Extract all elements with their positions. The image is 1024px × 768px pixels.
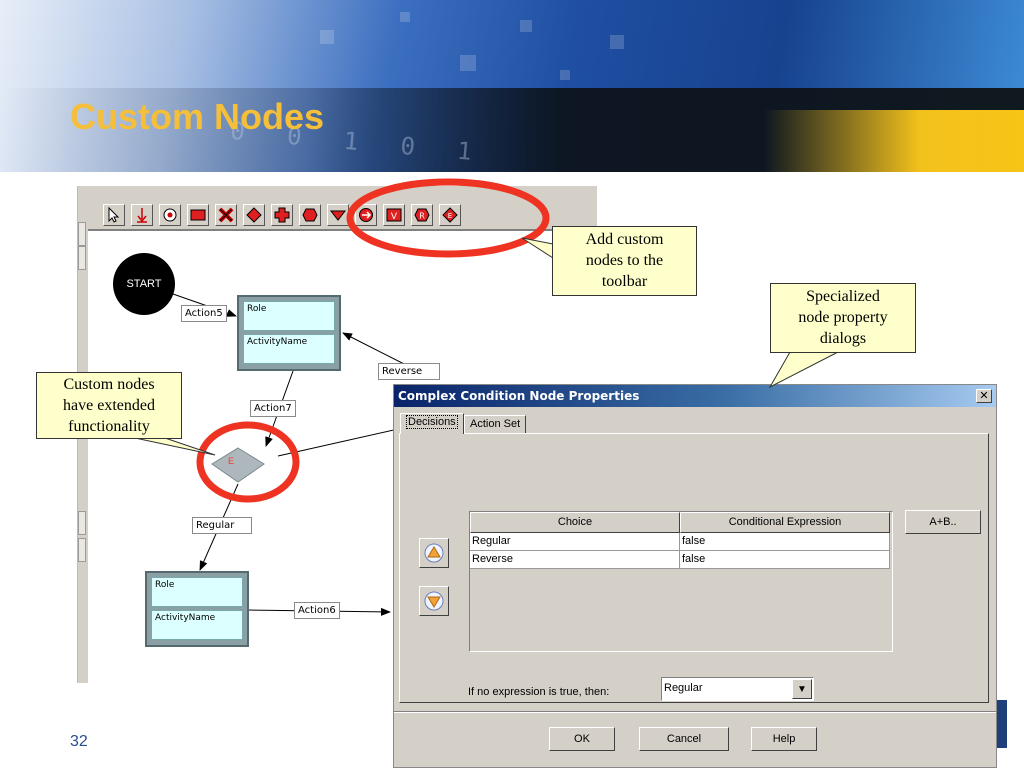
decision-node-glyph: E (228, 456, 235, 466)
callout-line: node property (798, 309, 888, 326)
complex-condition-properties-dialog: Complex Condition Node Properties ✕ Deci… (393, 384, 997, 768)
edge-label-regular[interactable]: Regular (192, 517, 252, 534)
activity-name-field: ActivityName (151, 610, 243, 640)
cancel-button[interactable]: Cancel (639, 727, 729, 751)
decisions-panel: Choice Conditional Expression Regular fa… (399, 433, 989, 703)
decisions-table: Choice Conditional Expression Regular fa… (469, 511, 893, 652)
move-down-button[interactable] (419, 586, 449, 616)
fallback-label: If no expression is true, then: (468, 686, 610, 698)
activity-node-bottom[interactable]: Role ActivityName (145, 571, 249, 647)
join-node-icon[interactable] (271, 204, 293, 226)
edge-label-action6[interactable]: Action6 (294, 602, 340, 619)
table-header: Choice Conditional Expression (470, 512, 892, 533)
edge-label-reverse[interactable]: Reverse (378, 363, 440, 380)
callout-specialized-dialogs: Specialized node property dialogs (770, 283, 916, 353)
start-node[interactable]: START (113, 253, 175, 315)
fallback-select[interactable]: Regular ▼ (661, 677, 814, 701)
callout-add-custom-nodes: Add custom nodes to the toolbar (552, 226, 697, 296)
activity-name-field: ActivityName (243, 334, 335, 364)
down-arrow-icon (424, 591, 444, 611)
cell-expression[interactable]: false (680, 551, 890, 569)
page-number: 32 (70, 733, 88, 750)
help-button[interactable]: Help (751, 727, 817, 751)
fallback-select-value: Regular (664, 682, 703, 694)
end-node-icon[interactable] (159, 204, 181, 226)
decision-node-icon[interactable] (243, 204, 265, 226)
column-header-expression[interactable]: Conditional Expression (680, 512, 890, 533)
move-up-button[interactable] (419, 538, 449, 568)
dialog-title: Complex Condition Node Properties (398, 389, 640, 403)
edge-label-action5[interactable]: Action5 (181, 305, 227, 322)
dialog-title-bar[interactable]: Complex Condition Node Properties ✕ (394, 385, 996, 407)
callout-line: dialogs (819, 330, 867, 347)
select-arrow-icon[interactable] (103, 204, 125, 226)
chevron-down-icon[interactable]: ▼ (792, 679, 812, 699)
cancel-node-icon[interactable] (215, 204, 237, 226)
activity-node-icon[interactable] (187, 204, 209, 226)
callout-line: nodes to the (585, 252, 664, 269)
cell-expression[interactable]: false (680, 533, 890, 551)
edge-label-action7[interactable]: Action7 (250, 400, 296, 417)
callout-extended-functionality: Custom nodes have extended functionality (36, 372, 182, 439)
activity-node-top[interactable]: Role ActivityName (237, 295, 341, 371)
table-row[interactable]: Reverse false (470, 551, 892, 569)
ok-button[interactable]: OK (549, 727, 615, 751)
close-icon[interactable]: ✕ (976, 389, 992, 403)
tab-decisions-label: Decisions (406, 415, 458, 429)
activity-role-field: Role (243, 301, 335, 331)
callout-line: have extended (63, 397, 155, 414)
cell-choice[interactable]: Reverse (470, 551, 680, 569)
footer-separator (394, 711, 996, 713)
callout-line: Add custom (585, 231, 664, 248)
slide-title: Custom Nodes (70, 96, 325, 137)
transition-arrow-icon[interactable] (131, 204, 153, 226)
column-header-choice[interactable]: Choice (470, 512, 680, 533)
activity-role-field: Role (151, 577, 243, 607)
up-arrow-icon (424, 543, 444, 563)
table-row[interactable]: Regular false (470, 533, 892, 551)
cell-choice[interactable]: Regular (470, 533, 680, 551)
tab-decisions[interactable]: Decisions (400, 413, 464, 434)
tab-action-set[interactable]: Action Set (464, 415, 527, 434)
background-window-edge (997, 700, 1007, 748)
callout-line: Specialized (806, 288, 880, 305)
callout-line: functionality (68, 418, 150, 435)
expression-builder-button[interactable]: A+B.. (905, 510, 981, 534)
callout-line: Custom nodes (63, 376, 155, 393)
callout-line: toolbar (601, 273, 648, 290)
slide-header-banner: 0 0 1 0 1 (0, 0, 1024, 172)
fork-node-icon[interactable] (299, 204, 321, 226)
